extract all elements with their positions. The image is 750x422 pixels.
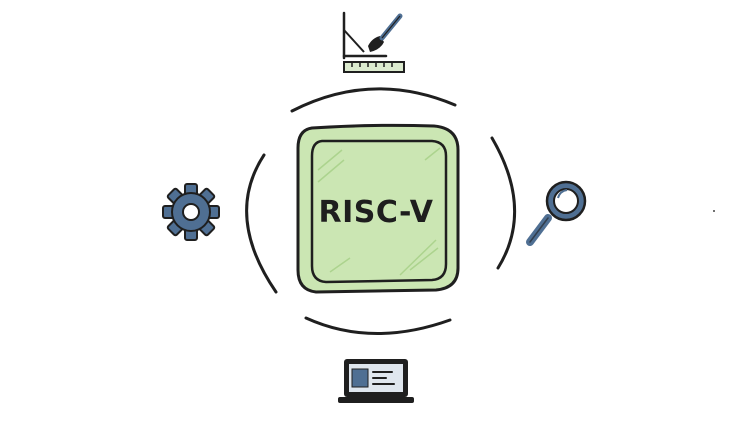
- chip-hatching: [317, 147, 441, 276]
- chip-outer-fill: [296, 123, 460, 294]
- orbit-ring: [245, 87, 517, 335]
- chip-inner-outline: [310, 139, 448, 284]
- gear-icon: [162, 183, 220, 241]
- risc-v-chip: RISC-V: [296, 123, 460, 294]
- ring-arc-left: [245, 153, 278, 294]
- stray-dot: [713, 210, 715, 212]
- ring-arc-bottom: [304, 316, 452, 335]
- design-ruler-brush-icon: [342, 11, 405, 73]
- chip-label: RISC-V: [318, 195, 433, 230]
- laptop-icon: [338, 359, 414, 403]
- ring-arc-right: [490, 136, 517, 270]
- ring-arc-top: [290, 87, 457, 113]
- magnifier-icon: [526, 180, 587, 246]
